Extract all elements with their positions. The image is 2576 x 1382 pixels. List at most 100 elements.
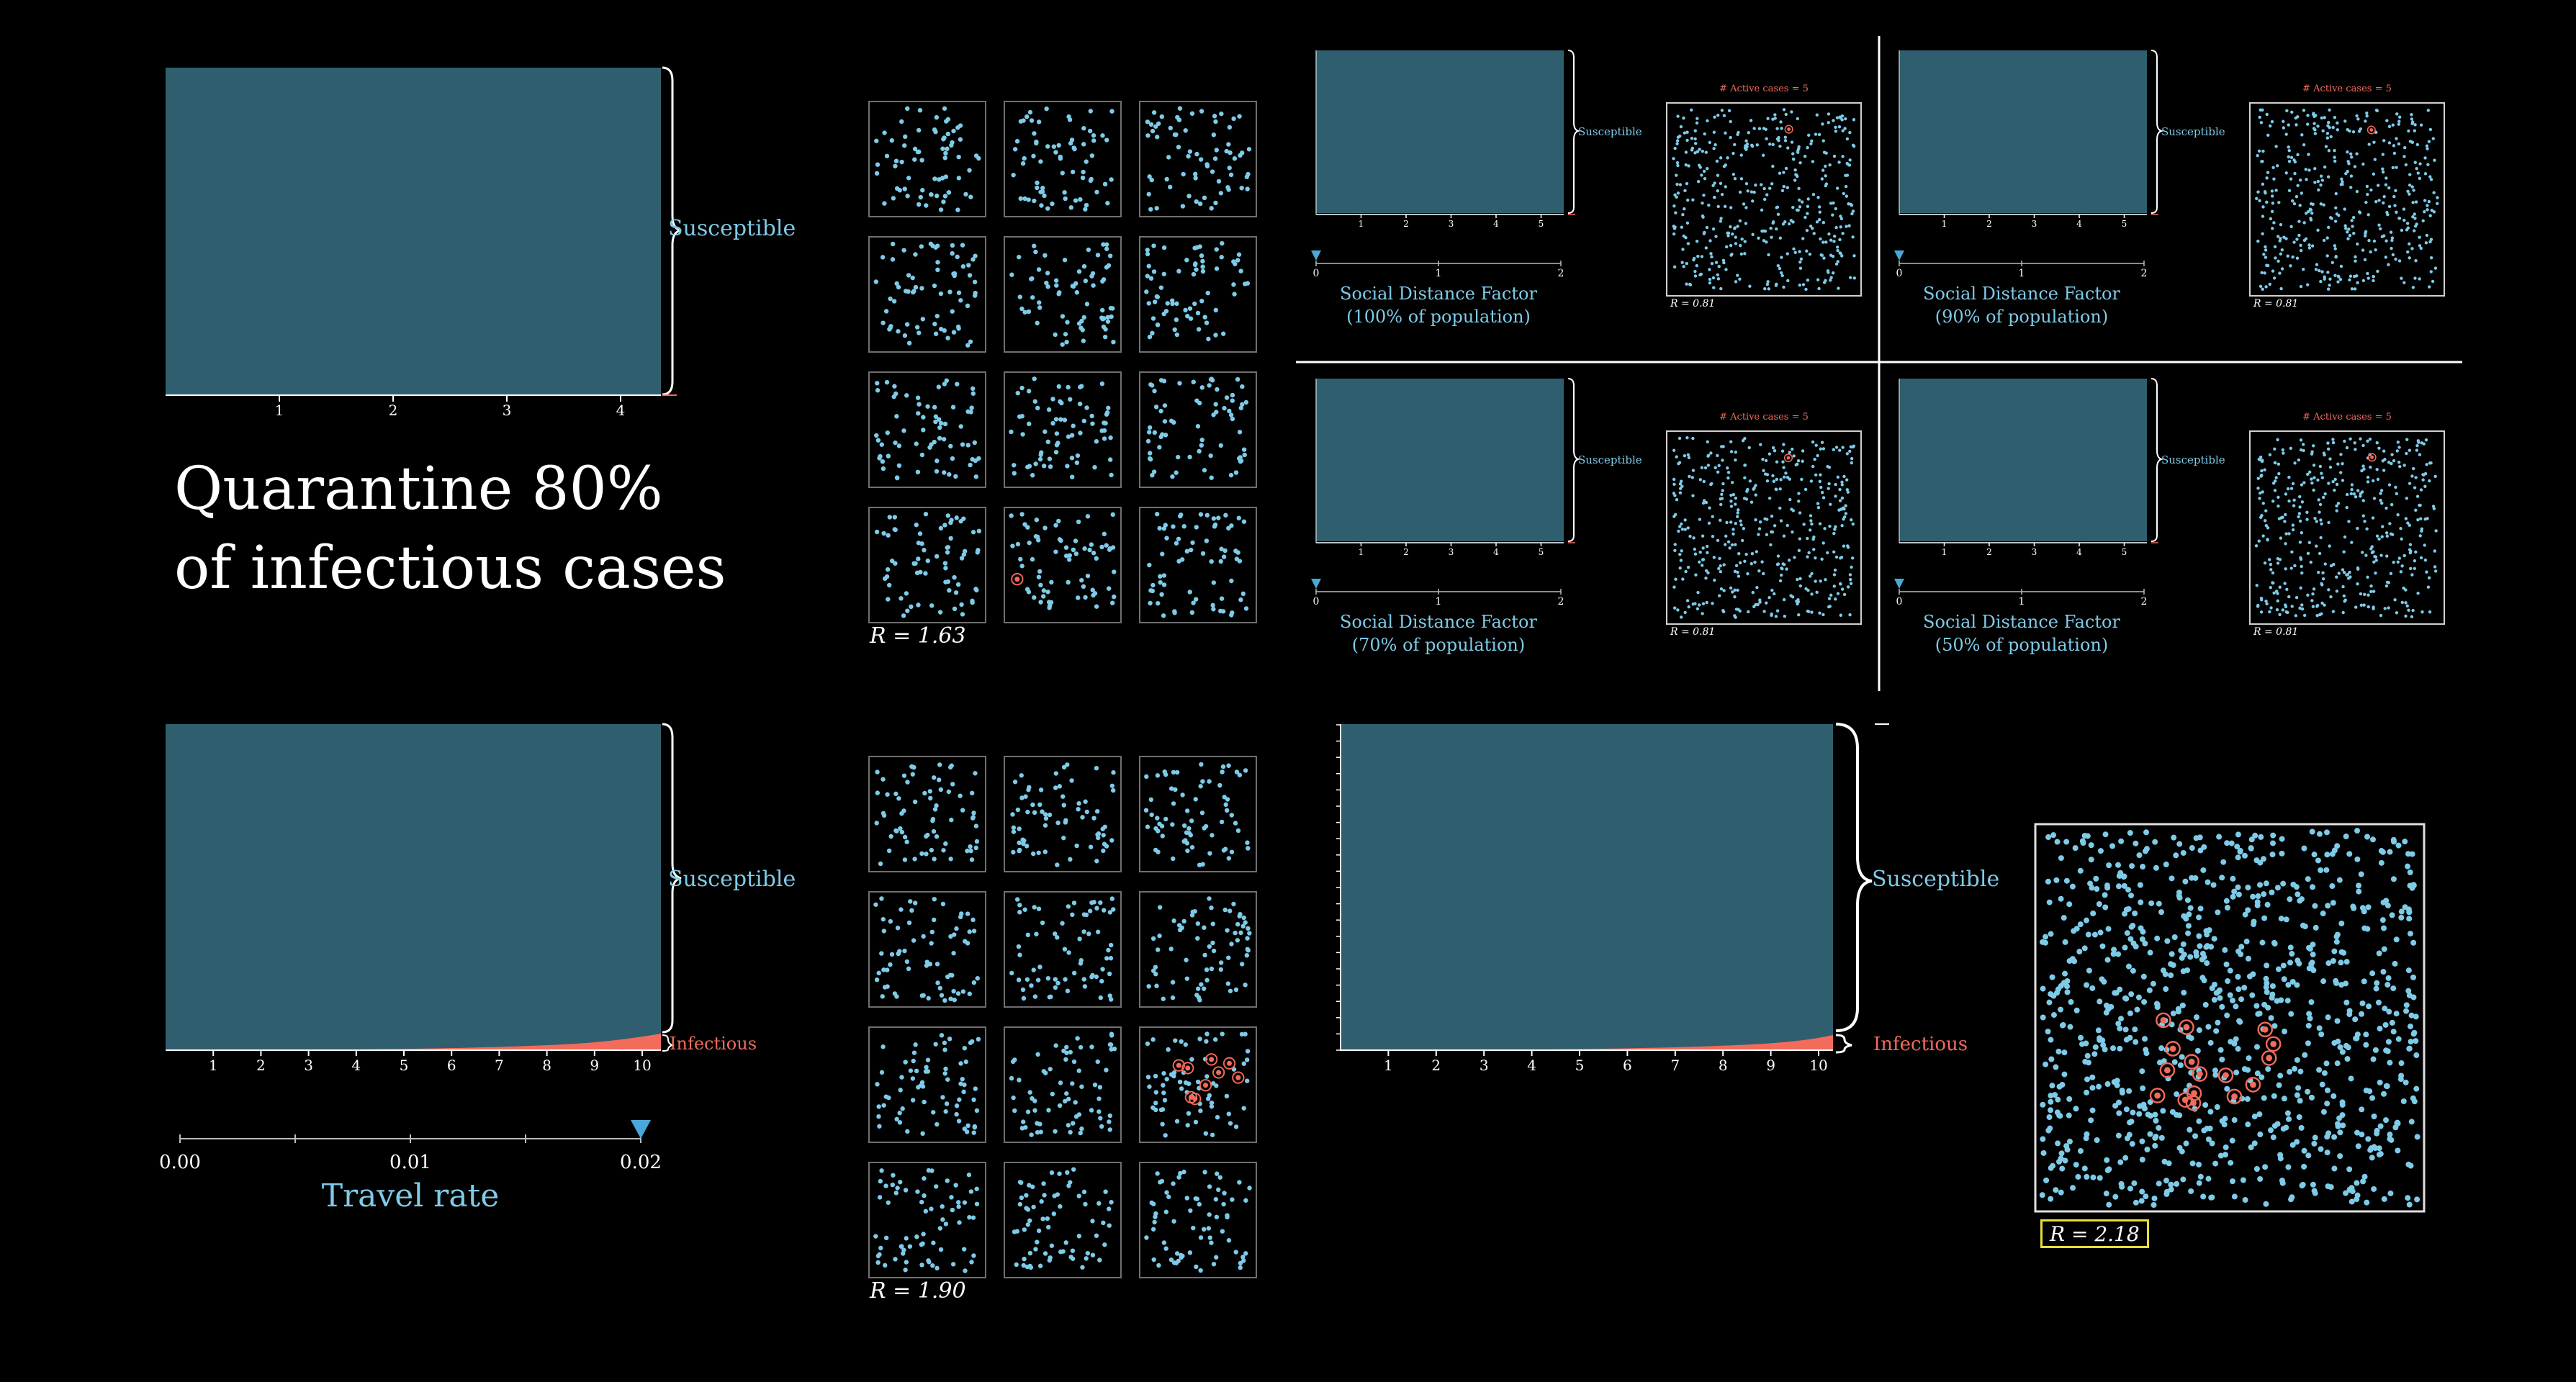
person-dot <box>1076 1193 1081 1198</box>
person-dot <box>2383 1117 2390 1124</box>
person-dot <box>972 440 978 446</box>
person-dot <box>1838 487 1842 492</box>
person-dot <box>1054 283 1059 288</box>
person-dot <box>1708 239 1712 243</box>
person-dot <box>1102 420 1107 425</box>
person-dot <box>2070 1185 2076 1191</box>
person-dot <box>1803 215 1807 220</box>
person-dot <box>2315 857 2321 864</box>
person-dot <box>1018 556 1023 562</box>
person-dot <box>1829 502 1832 506</box>
person-dot <box>1803 155 1807 158</box>
person-dot <box>2418 235 2421 239</box>
person-dot <box>1159 114 1165 119</box>
person-dot <box>2084 1052 2091 1059</box>
slider-handle-icon[interactable] <box>1311 579 1321 589</box>
person-dot <box>1085 1250 1091 1256</box>
person-dot <box>1713 578 1716 582</box>
person-dot <box>2288 1011 2294 1017</box>
person-dot <box>1814 132 1818 136</box>
slider-handle-icon[interactable] <box>1894 250 1904 261</box>
person-dot <box>1811 160 1815 163</box>
person-dot <box>2275 966 2282 972</box>
person-dot <box>929 847 935 853</box>
person-dot <box>1026 197 1031 202</box>
person-dot <box>2264 600 2268 603</box>
person-dot <box>2152 1111 2158 1118</box>
person-dot <box>1696 254 1700 258</box>
person-dot <box>2265 112 2269 117</box>
quarantine-title-line1: Quarantine 80% <box>174 455 663 523</box>
person-dot <box>2220 859 2227 865</box>
person-dot <box>2311 605 2315 608</box>
person-dot <box>1105 319 1111 324</box>
person-dot <box>2343 119 2347 123</box>
person-dot <box>1207 779 1212 784</box>
person-dot <box>2423 172 2428 176</box>
person-dot <box>2378 227 2382 231</box>
person-dot <box>1809 514 1813 518</box>
person-dot <box>2110 951 2117 957</box>
person-dot <box>1036 1228 1042 1234</box>
person-dot <box>1729 586 1733 590</box>
person-dot <box>1081 929 1086 934</box>
person-dot <box>1723 543 1727 546</box>
person-dot <box>968 848 973 854</box>
person-dot <box>1148 207 1153 212</box>
person-dot <box>2077 867 2084 874</box>
person-dot <box>1744 139 1748 143</box>
person-dot <box>969 857 975 862</box>
person-dot <box>1054 443 1060 448</box>
person-dot <box>1209 905 1214 911</box>
person-dot <box>2387 125 2392 129</box>
person-dot <box>1032 399 1037 404</box>
person-dot <box>1076 519 1081 525</box>
person-dot <box>1089 1108 1094 1113</box>
person-dot <box>1826 551 1829 555</box>
person-dot <box>1146 984 1151 989</box>
person-dot <box>1012 1108 1017 1114</box>
person-dot <box>2313 516 2317 520</box>
slider-handle-icon[interactable] <box>1894 579 1904 589</box>
person-dot <box>1166 1194 1171 1199</box>
person-dot <box>2376 269 2379 274</box>
person-dot <box>2395 492 2399 496</box>
person-dot <box>965 303 970 309</box>
person-dot <box>1214 247 1219 252</box>
person-dot <box>2412 189 2415 192</box>
person-dot <box>963 1268 968 1273</box>
person-dot <box>1724 245 1729 249</box>
person-dot <box>1814 473 1818 477</box>
person-dot <box>2407 129 2410 133</box>
person-dot <box>1174 769 1180 775</box>
person-dot <box>899 907 904 912</box>
person-dot <box>1243 606 1249 611</box>
person-dot <box>934 834 940 839</box>
simulation-box <box>1139 507 1257 623</box>
person-dot <box>1041 464 1047 469</box>
person-dot <box>1032 595 1037 600</box>
person-dot <box>2395 112 2399 116</box>
person-dot <box>2063 839 2070 845</box>
person-dot <box>1089 176 1094 182</box>
slider-handle-icon[interactable] <box>0 0 651 1139</box>
person-dot <box>929 192 934 197</box>
person-dot <box>1202 986 1207 991</box>
person-dot <box>1218 443 1224 448</box>
person-dot <box>1733 595 1737 599</box>
person-dot <box>2334 1018 2341 1024</box>
person-dot <box>1104 242 1109 247</box>
person-dot <box>2128 923 2135 930</box>
person-dot <box>1851 143 1855 147</box>
person-dot <box>1776 562 1780 566</box>
person-dot <box>2073 1162 2079 1168</box>
person-dot <box>1109 314 1114 320</box>
person-dot <box>1089 413 1094 419</box>
person-dot <box>1693 269 1697 274</box>
person-dot <box>1769 543 1773 547</box>
person-dot <box>1841 155 1845 158</box>
person-dot <box>1834 555 1839 559</box>
person-dot <box>1844 504 1847 507</box>
slider-handle-icon[interactable] <box>1311 250 1321 261</box>
person-dot <box>2248 845 2254 852</box>
